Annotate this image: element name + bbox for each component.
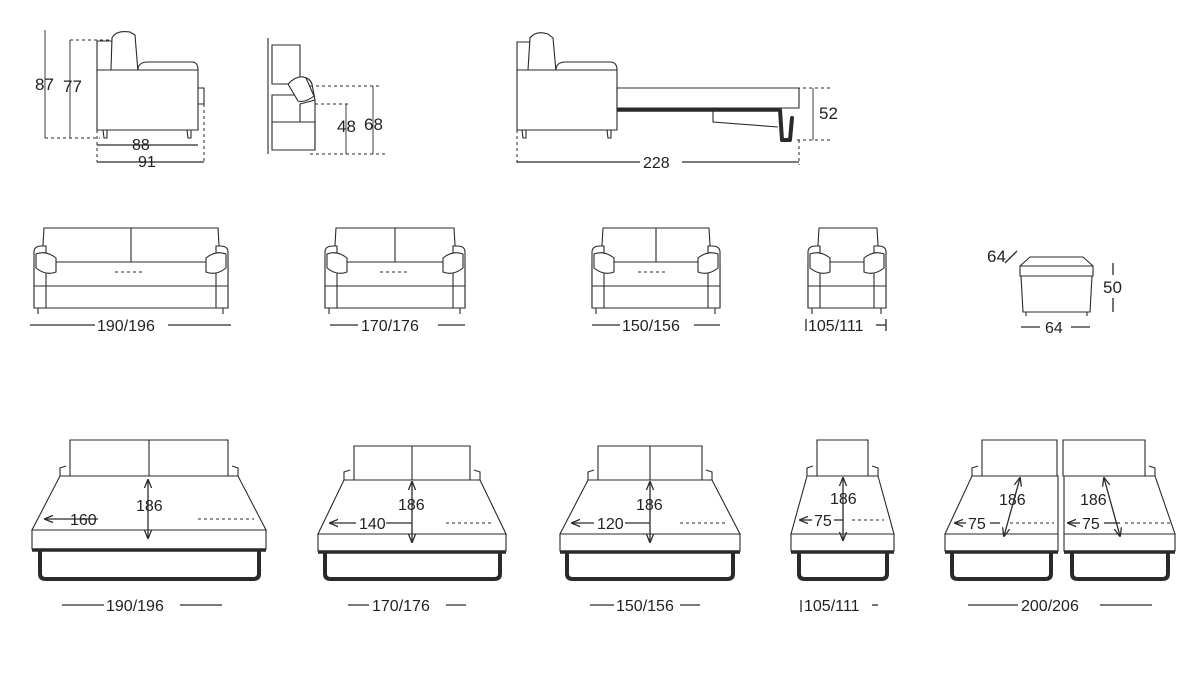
sofa-side-drawing — [96, 31, 205, 139]
label-bed-4-total: 105/111 — [804, 598, 860, 615]
label-pouf-diagonal: 64 — [987, 247, 1006, 266]
side-view-sofa: 87 77 88 91 — [35, 30, 205, 171]
label-pouf-height: 50 — [1103, 278, 1122, 297]
label-bed-2-width: 140 — [359, 516, 386, 533]
label-pouf-width: 64 — [1045, 320, 1063, 337]
side-view-bed: 52 228 — [516, 32, 838, 172]
label-bed-52: 52 — [819, 104, 838, 123]
bed-right-drawing — [1062, 439, 1176, 581]
label-bed-2-total: 170/176 — [372, 598, 430, 615]
label-bed-5-left-width: 75 — [968, 516, 986, 533]
label-bed-228: 228 — [643, 155, 670, 172]
label-bed-4-length: 186 — [830, 491, 857, 508]
front-view-190: 190/196 — [30, 227, 231, 335]
label-front-width-1: 190/196 — [97, 318, 155, 335]
label-height-87: 87 — [35, 75, 54, 94]
arm-side-drawing — [267, 38, 316, 154]
bed-view-105: 75 186 105/111 — [790, 439, 895, 615]
sofa-front-drawing — [33, 227, 229, 314]
label-bed-2-length: 186 — [398, 497, 425, 514]
pouf-view: 64 50 64 — [987, 247, 1122, 337]
sofa-front-drawing — [324, 227, 466, 314]
bed-left-drawing — [944, 439, 1059, 581]
bed-view-150: 120 186 150/156 — [559, 445, 741, 615]
label-arm-68: 68 — [364, 115, 383, 134]
label-bed-3-width: 120 — [597, 516, 624, 533]
bed-view-170: 140 186 170/176 — [317, 445, 507, 615]
label-depth-88: 88 — [132, 137, 150, 154]
label-bed-5-right-length: 186 — [1080, 492, 1107, 509]
bed-side-drawing — [516, 32, 800, 142]
bed-view-190: 160 186 190/196 — [31, 439, 267, 615]
front-view-150: 150/156 — [591, 227, 721, 335]
label-bed-1-width: 160 — [70, 512, 97, 529]
label-bed-3-total: 150/156 — [616, 598, 674, 615]
side-view-arm: 48 68 — [267, 38, 385, 155]
label-bed-3-length: 186 — [636, 497, 663, 514]
sofa-front-drawing — [591, 227, 721, 314]
label-bed-4-width: 75 — [814, 513, 832, 530]
label-front-width-3: 150/156 — [622, 318, 680, 335]
front-view-105: 105/111 — [805, 227, 887, 335]
pouf-drawing — [1019, 256, 1094, 316]
front-view-170: 170/176 — [324, 227, 466, 335]
label-front-width-4: 105/111 — [808, 318, 864, 335]
label-bed-5-right-width: 75 — [1082, 516, 1100, 533]
label-bed-5-left-length: 186 — [999, 492, 1026, 509]
bed-view-200: 75 186 75 186 200/206 — [944, 439, 1176, 615]
label-height-77: 77 — [63, 77, 82, 96]
label-depth-91: 91 — [138, 154, 156, 171]
label-bed-1-total: 190/196 — [106, 598, 164, 615]
label-arm-48: 48 — [337, 117, 356, 136]
label-bed-1-length: 186 — [136, 498, 163, 515]
label-front-width-2: 170/176 — [361, 318, 419, 335]
armchair-front-drawing — [807, 227, 887, 314]
label-bed-5-total: 200/206 — [1021, 598, 1079, 615]
